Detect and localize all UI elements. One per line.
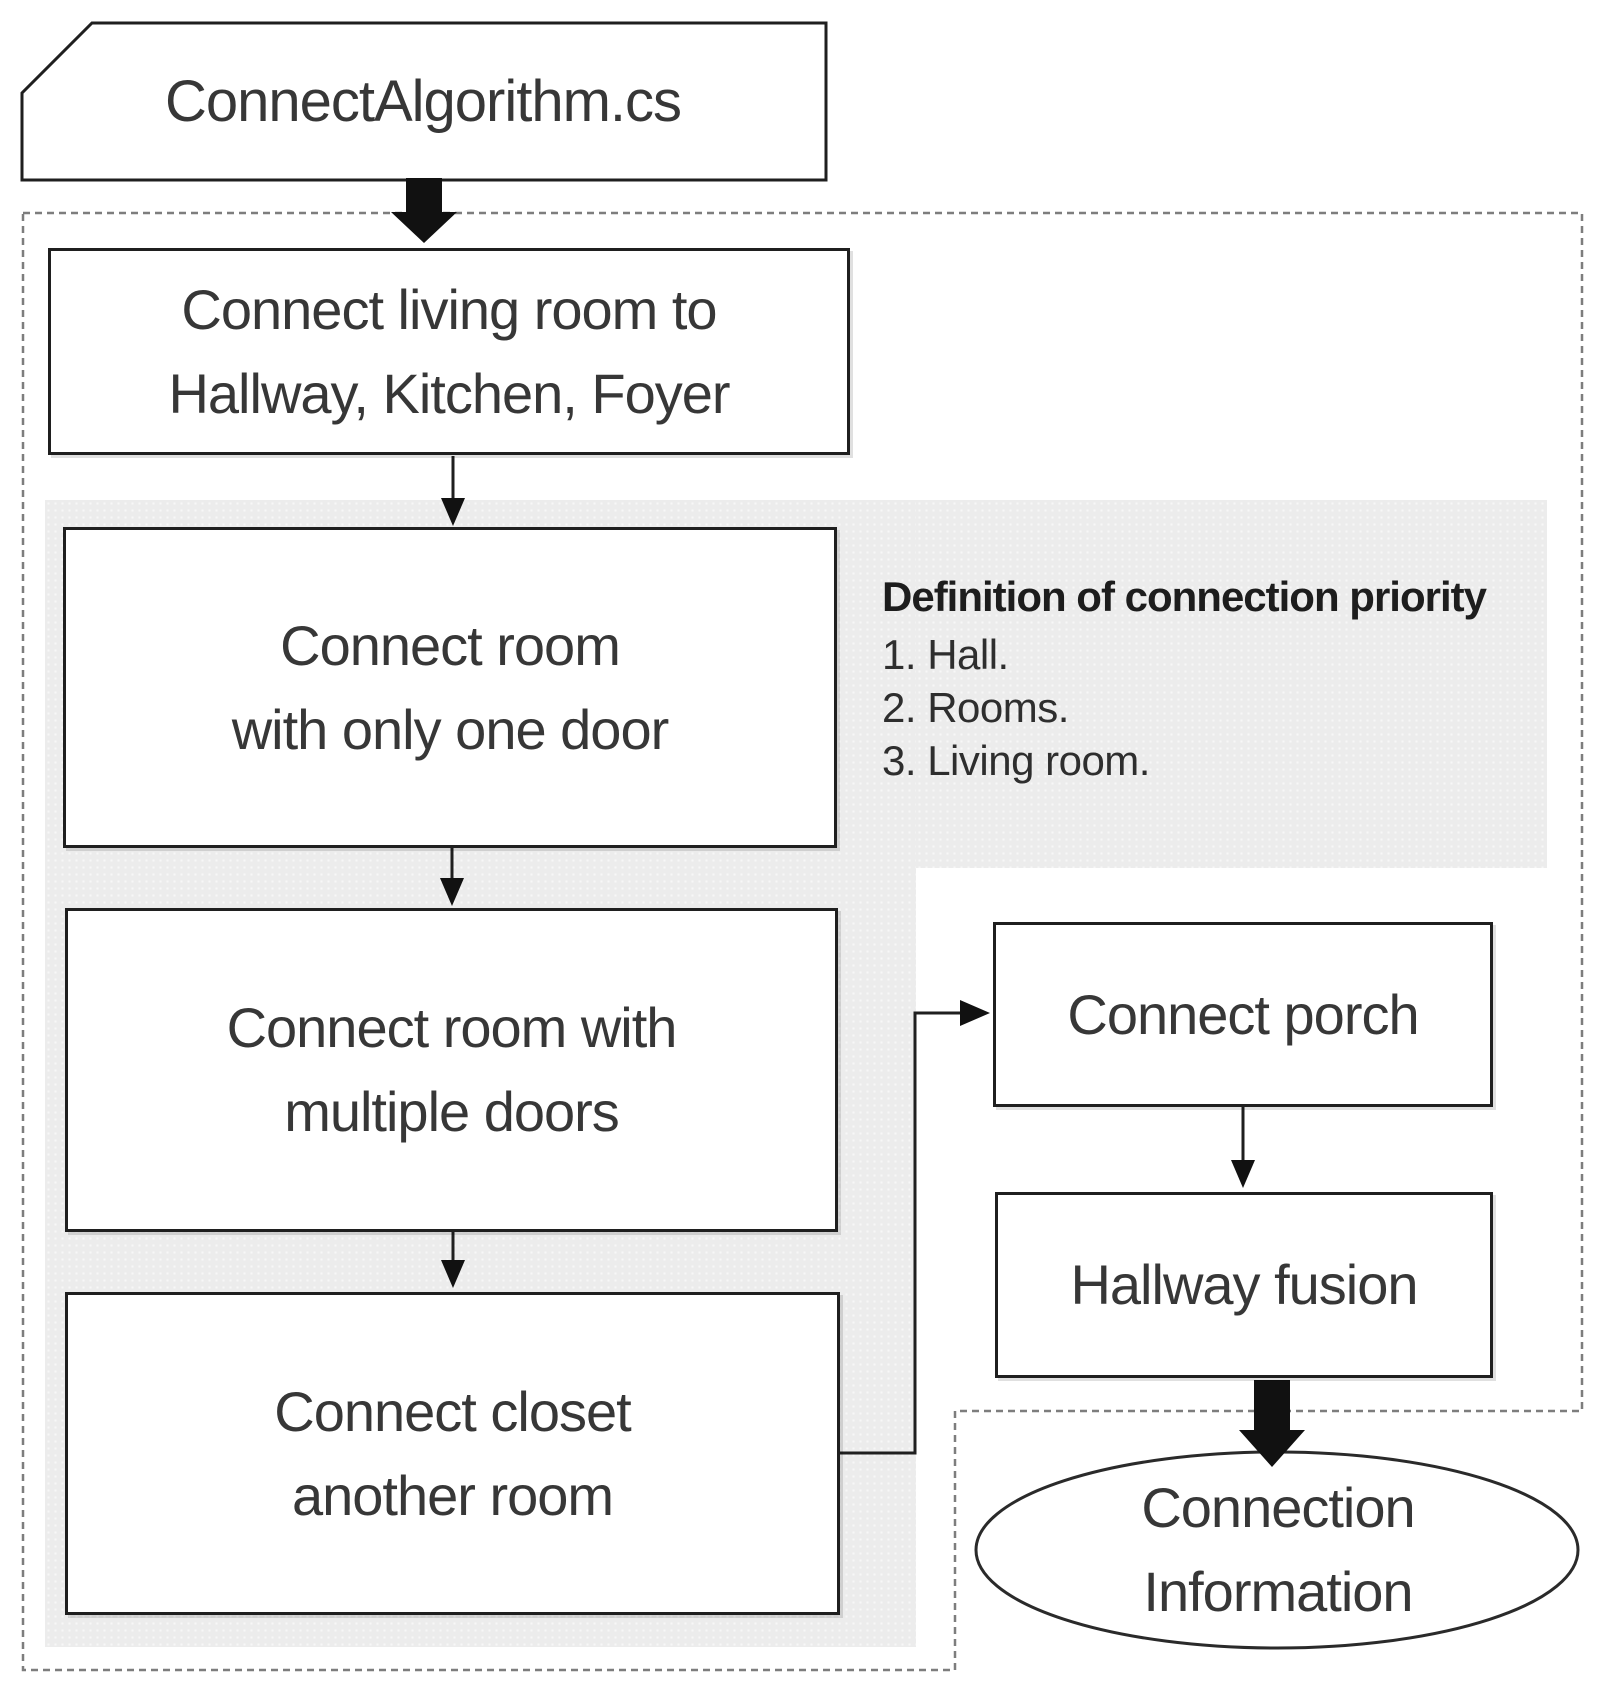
note-item: 2. Rooms. [882, 684, 1069, 731]
node-connect-closet: Connect closet another room [65, 1292, 840, 1615]
connector-closet-to-porch [838, 1011, 962, 1455]
node-text-line: Connect porch [1067, 982, 1419, 1046]
node-connect-living-room: Connect living room to Hallway, Kitchen,… [48, 248, 850, 455]
note-item: 3. Living room. [882, 737, 1150, 784]
node-text-line: Connect living room to [181, 277, 717, 341]
node-connect-room-multiple-doors: Connect room with multiple doors [65, 908, 838, 1232]
node-connect-porch: Connect porch [993, 922, 1493, 1107]
thick-arrow-file-to-flow [391, 178, 457, 243]
note-title: Definition of connection priority [882, 573, 1487, 620]
node-connect-room-one-door: Connect room with only one door [63, 527, 837, 848]
arrowhead-onedoor [441, 498, 465, 526]
thick-arrow-hallway-to-terminal [1239, 1380, 1305, 1467]
node-text-line: multiple doors [284, 1080, 620, 1143]
file-node-label: ConnectAlgorithm.cs [20, 23, 826, 180]
node-text-line: Hallway, Kitchen, Foyer [168, 361, 730, 425]
node-text-line: Connect room with [226, 996, 678, 1059]
gray-panel-definition [916, 500, 1547, 868]
note-item: 1. Hall. [882, 631, 1009, 678]
node-text-line: Hallway fusion [1070, 1253, 1418, 1316]
file-name-text: ConnectAlgorithm.cs [164, 69, 682, 134]
connection-priority-note: Definition of connection priority 1. Hal… [882, 572, 1547, 787]
node-text-line: another room [291, 1463, 614, 1527]
arrowhead-into-porch [960, 1000, 990, 1026]
arrowhead-closet [441, 1260, 465, 1288]
node-hallway-fusion: Hallway fusion [995, 1192, 1493, 1378]
node-text-line: Information [1143, 1560, 1413, 1623]
dashed-boundary [21, 211, 1584, 1672]
node-text-line: Connect room [280, 613, 621, 677]
arrowhead-hallway [1231, 1160, 1255, 1188]
node-text-line: Connect closet [274, 1379, 631, 1443]
node-text-line: Connection [1141, 1476, 1415, 1539]
terminal-connection-information-label: Connection Information [977, 1462, 1579, 1638]
node-text-line: with only one door [231, 697, 670, 761]
arrowhead-multidoor [440, 878, 464, 906]
